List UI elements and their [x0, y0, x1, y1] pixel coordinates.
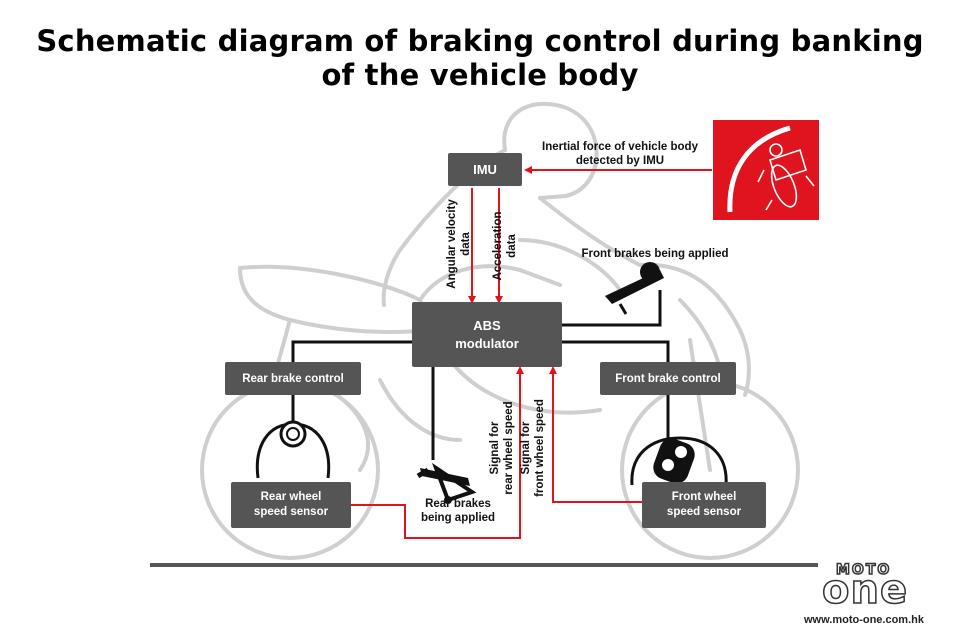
imu-label: IMU: [473, 162, 497, 177]
front-wheel-speed-sensor-box: Front wheel speed sensor: [642, 482, 766, 528]
control-wires: [255, 290, 728, 486]
rear-brakes-applied-line1: Rear brakes: [425, 498, 491, 510]
watermark-brand-small: MOTO: [835, 561, 892, 579]
front-brake-control-label: Front brake control: [615, 372, 721, 385]
abs-modulator-box: ABS modulator: [412, 302, 562, 367]
angular-velocity-label-line1: Angular velocity: [446, 199, 458, 289]
angular-velocity-label: Angular velocity data: [445, 189, 475, 299]
rear-wheel-speed-sensor-box: Rear wheel speed sensor: [231, 482, 351, 528]
rear-sensor-label-line1: Rear wheel: [260, 491, 322, 503]
inertial-force-icon: [713, 120, 819, 220]
watermark-url: www.moto-one.com.hk: [804, 614, 924, 626]
inertial-force-label-line2: detected by IMU: [575, 155, 665, 167]
signal-front-line2: front wheel speed: [534, 399, 546, 497]
acceleration-label-line1: Acceleration: [492, 211, 504, 281]
front-caliper-icon: [653, 438, 695, 484]
modulator-label: modulator: [455, 335, 519, 351]
signal-rear-line1: Signal for: [489, 421, 501, 475]
watermark-brand-large: one: [821, 567, 909, 613]
brake-pedal-icon: [416, 462, 477, 504]
front-sensor-label-line2: speed sensor: [666, 506, 742, 518]
rear-brake-control-box: Rear brake control: [225, 362, 361, 395]
signal-lines: [351, 166, 712, 539]
rear-brakes-applied-label: Rear brakes being applied: [408, 497, 508, 525]
rear-brake-control-label: Rear brake control: [242, 372, 344, 385]
rear-brakes-applied-line2: being applied: [420, 512, 496, 524]
diagram-title-line1: Schematic diagram of braking control dur…: [36, 24, 924, 58]
abs-label: ABS: [473, 317, 501, 333]
signal-rear-wheel-speed-label: Signal for rear wheel speed: [488, 392, 518, 504]
brake-lever-icon: [605, 262, 664, 315]
imu-box: IMU: [448, 153, 522, 186]
acceleration-label-line2: data: [506, 234, 518, 258]
rear-caliper-icon: [279, 420, 307, 448]
diagram-title-line2: of the vehicle body: [321, 58, 639, 92]
signal-front-line1: Signal for: [520, 421, 532, 475]
inertial-force-label-line1: Inertial force of vehicle body: [542, 141, 698, 153]
rear-sensor-label-line2: speed sensor: [253, 506, 329, 518]
acceleration-label: Acceleration data: [491, 196, 521, 296]
angular-velocity-label-line2: data: [460, 232, 472, 256]
inertial-force-label: Inertial force of vehicle body detected …: [520, 140, 720, 168]
ground-line: [150, 563, 818, 567]
front-brake-control-box: Front brake control: [600, 362, 736, 395]
front-brakes-applied-label: Front brakes being applied: [581, 248, 729, 260]
front-sensor-label-line1: Front wheel: [671, 491, 737, 503]
signal-rear-line2: rear wheel speed: [503, 401, 515, 495]
signal-front-wheel-speed-label: Signal for front wheel speed: [519, 391, 549, 505]
